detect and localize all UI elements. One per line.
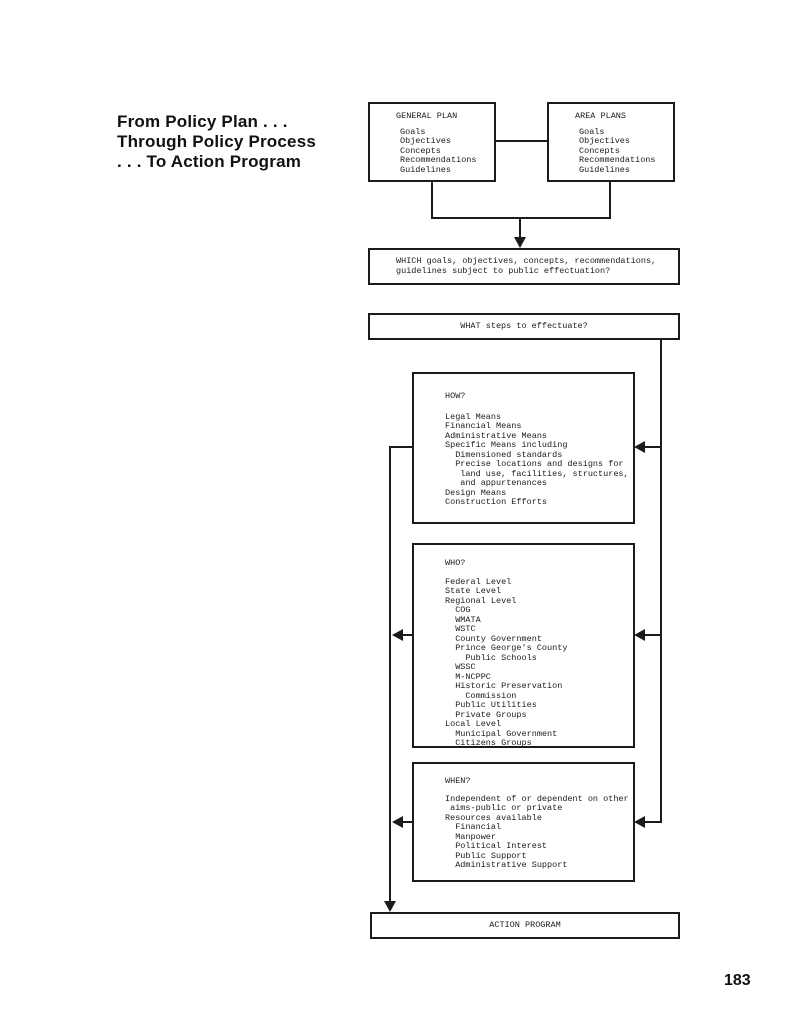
which-box-text: WHICH goals, objectives, concepts, recom…: [370, 256, 657, 276]
connector-when-left: [403, 821, 412, 823]
list-item: WMATA: [445, 614, 481, 625]
list-item: Recommendations: [400, 155, 477, 165]
action-program-box: ACTION PROGRAM: [370, 912, 680, 939]
list-item: Independent of or dependent on other: [445, 793, 629, 804]
arrowhead-who-out-icon: [392, 629, 403, 641]
when-box-items: Independent of or dependent on other aim…: [445, 793, 629, 871]
connector-center-down: [519, 217, 521, 238]
arrowhead-when-out-icon: [392, 816, 403, 828]
list-item: Design Means: [445, 487, 507, 498]
list-item: Financial Means: [445, 421, 522, 431]
what-box-text: WHAT steps to effectuate?: [460, 320, 588, 331]
list-item: Public Support: [445, 850, 527, 861]
page-heading: From Policy Plan . . . Through Policy Pr…: [117, 112, 316, 172]
list-item: Public Utilities: [445, 700, 537, 710]
list-item: Administrative Means: [445, 430, 548, 441]
list-item: WHICH goals, objectives, concepts, recom…: [396, 256, 657, 266]
who-box-title: WHO?: [445, 558, 466, 568]
arrowhead-into-who-icon: [634, 629, 645, 641]
list-item: guidelines subject to public effectuatio…: [396, 265, 611, 276]
list-item: Guidelines: [579, 164, 631, 175]
list-item: Prince George's County: [445, 643, 568, 653]
list-item: Construction Efforts: [445, 497, 548, 507]
list-item: Concepts: [579, 145, 620, 156]
list-item: Financial: [445, 822, 502, 832]
arrowhead-into-which-icon: [514, 237, 526, 248]
list-item: Objectives: [400, 136, 452, 146]
connector-who-left: [403, 634, 412, 636]
list-item: Private Groups: [445, 709, 527, 720]
list-item: land use, facilities, structures,: [445, 468, 629, 479]
list-item: Objectives: [579, 136, 631, 146]
how-box-title: HOW?: [445, 391, 466, 401]
connector-how-left: [389, 446, 412, 448]
action-program-text: ACTION PROGRAM: [489, 919, 561, 930]
which-box: WHICH goals, objectives, concepts, recom…: [368, 248, 680, 285]
what-box: WHAT steps to effectuate?: [368, 313, 680, 340]
general-plan-title: GENERAL PLAN: [396, 111, 458, 121]
when-box: WHEN? Independent of or dependent on oth…: [412, 762, 635, 882]
list-item: and appurtenances: [445, 478, 548, 488]
list-item: WSTC: [445, 624, 476, 634]
list-item: Administrative Support: [445, 860, 568, 870]
connector-general-plan-down: [431, 182, 433, 219]
list-item: Political Interest: [445, 841, 548, 851]
connector-how-right: [644, 446, 661, 448]
connector-plans-horizontal: [496, 140, 547, 142]
connector-who-right: [644, 634, 661, 636]
list-item: COG: [445, 605, 471, 615]
list-item: Goals: [579, 126, 605, 137]
list-item: Legal Means: [445, 411, 502, 422]
list-item: Concepts: [400, 145, 441, 156]
connector-area-plans-down: [609, 182, 611, 219]
list-item: Federal Level: [445, 576, 512, 587]
list-item: Commission: [445, 690, 517, 701]
list-item: Regional Level: [445, 595, 517, 606]
list-item: County Government: [445, 633, 542, 644]
list-item: State Level: [445, 586, 502, 596]
list-item: Municipal Government: [445, 728, 558, 739]
when-box-title: WHEN?: [445, 776, 471, 786]
list-item: Historic Preservation: [445, 681, 563, 691]
list-item: Goals: [400, 126, 426, 137]
list-item: Public Schools: [445, 652, 537, 663]
list-item: Manpower: [445, 831, 497, 842]
connector-when-right: [644, 821, 661, 823]
list-item: Dimensioned standards: [445, 449, 563, 460]
list-item: Precise locations and designs for: [445, 459, 624, 469]
connector-right-vertical: [660, 339, 662, 823]
arrowhead-into-how-icon: [634, 441, 645, 453]
list-item: Recommendations: [579, 155, 656, 165]
list-item: M-NCPPC: [445, 671, 491, 682]
arrowhead-into-action-icon: [384, 901, 396, 912]
connector-join-horizontal: [431, 217, 611, 219]
list-item: aims-public or private: [445, 803, 563, 813]
arrowhead-into-when-icon: [634, 816, 645, 828]
area-plans-title: AREA PLANS: [575, 111, 627, 121]
heading-line-3: . . . To Action Program: [117, 152, 302, 171]
list-item: Specific Means including: [445, 440, 568, 450]
connector-left-vertical: [389, 446, 391, 902]
list-item: Citizens Groups: [445, 738, 532, 748]
list-item: Local Level: [445, 719, 502, 729]
heading-line-1: From Policy Plan . . .: [117, 112, 288, 131]
list-item: Guidelines: [400, 164, 452, 175]
page-number: 183: [724, 972, 751, 989]
heading-line-2: Through Policy Process: [117, 132, 317, 151]
list-item: WSSC: [445, 662, 476, 672]
list-item: Resources available: [445, 812, 542, 823]
